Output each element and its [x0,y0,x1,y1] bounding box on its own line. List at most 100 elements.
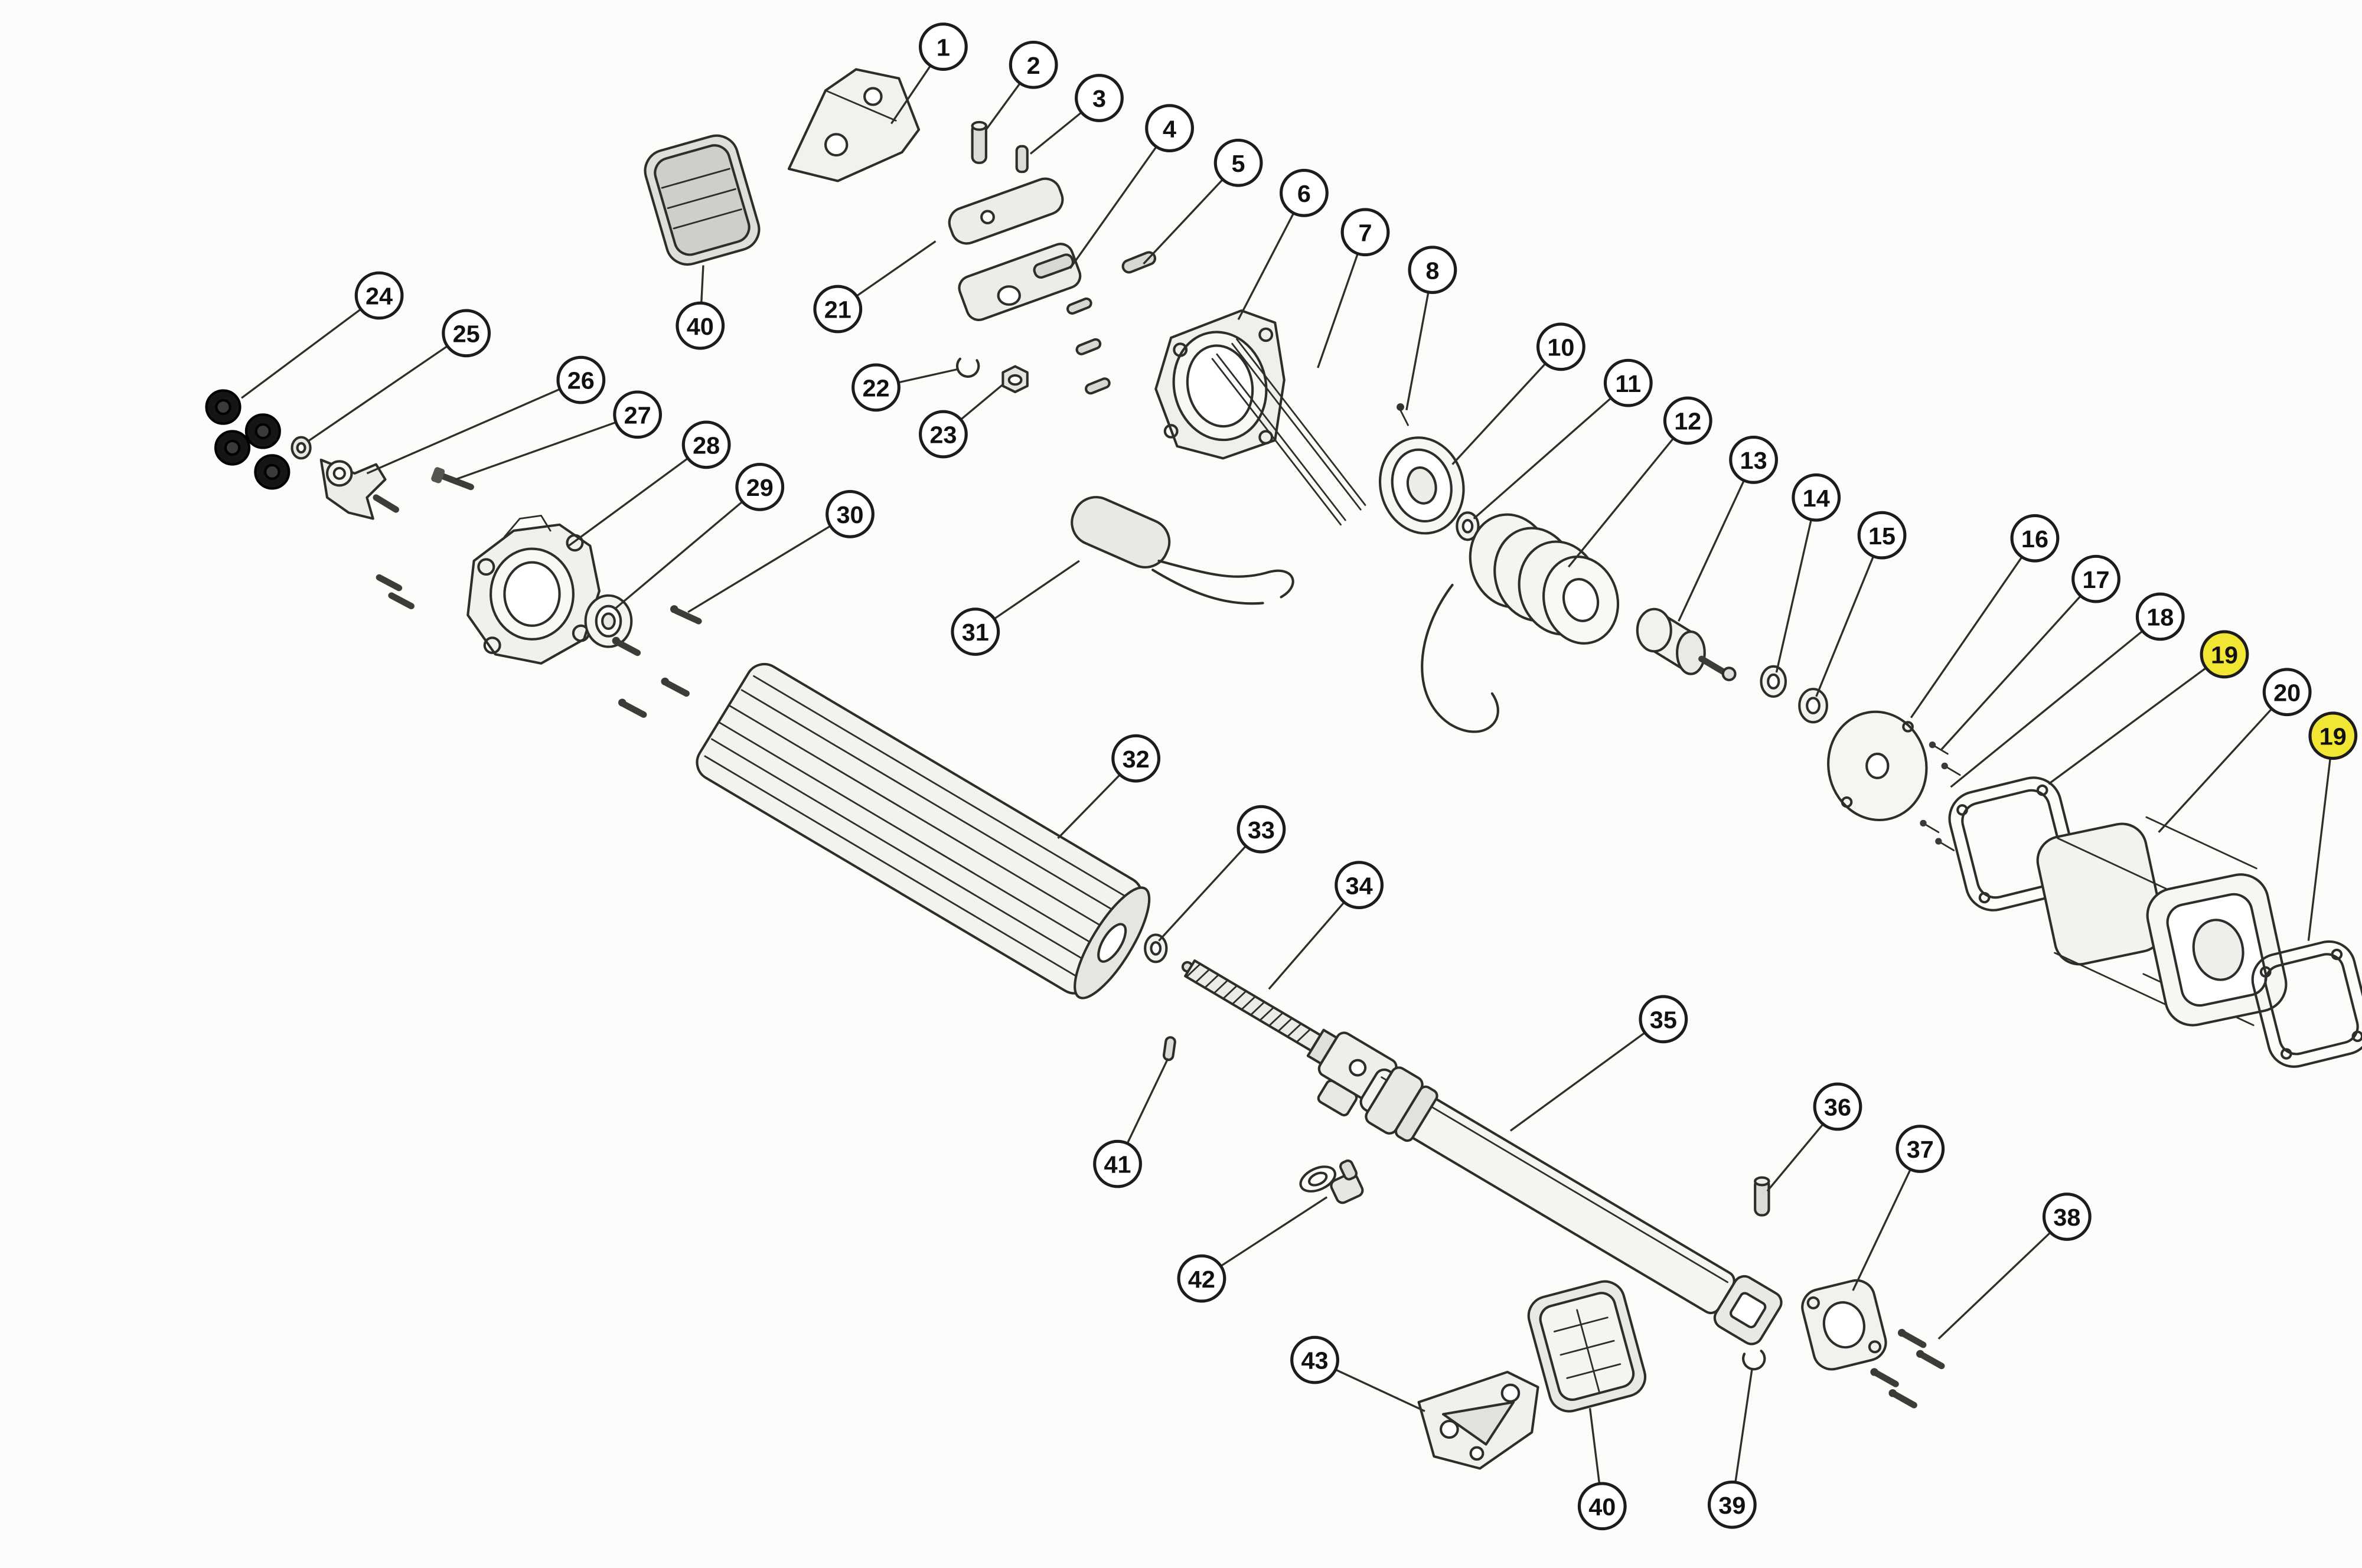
callout-circle-28[interactable] [681,420,731,469]
callout-39[interactable]: 39 [1707,1480,1757,1529]
callout-3[interactable]: 3 [1075,74,1124,122]
callout-circle-21[interactable] [813,285,863,334]
callout-8[interactable]: 8 [1408,246,1457,294]
callout-circle-40a[interactable] [676,301,725,350]
part-cover-screws-rear [1920,741,1961,851]
callout-circle-13[interactable] [1729,436,1779,484]
callout-36[interactable]: 36 [1813,1082,1862,1131]
callout-circle-12[interactable] [1663,396,1712,445]
callout-circle-36[interactable] [1813,1082,1862,1131]
part-bearing [584,594,633,648]
callout-circle-23[interactable] [918,410,968,459]
callout-40b[interactable]: 40 [1577,1482,1627,1531]
callout-10[interactable]: 10 [1536,322,1585,371]
callout-11[interactable]: 11 [1603,358,1653,407]
callout-circle-34[interactable] [1335,861,1384,909]
callout-circle-43[interactable] [1290,1335,1339,1384]
callout-19a-highlighted[interactable]: 19 [2200,630,2249,679]
callout-circle-18[interactable] [2135,592,2185,641]
callout-20[interactable]: 20 [2262,668,2312,717]
callout-12[interactable]: 12 [1663,396,1712,445]
callout-circle-32[interactable] [1111,734,1161,783]
callout-circle-2[interactable] [1009,40,1058,89]
motor-wire [1421,583,1499,733]
callout-circle-35[interactable] [1639,995,1688,1044]
part-washer-33 [1144,933,1168,963]
callout-circle-11[interactable] [1603,358,1653,407]
callout-6[interactable]: 6 [1279,169,1329,217]
callout-circle-14[interactable] [1792,473,1841,522]
callout-34[interactable]: 34 [1335,861,1384,909]
callout-31[interactable]: 31 [951,607,1000,656]
callout-37[interactable]: 37 [1896,1125,1945,1173]
callout-circle-6[interactable] [1279,169,1329,217]
callout-circle-4[interactable] [1145,104,1195,152]
callout-circle-15[interactable] [1857,511,1907,560]
part-pin-2 [971,120,987,164]
callout-25[interactable]: 25 [442,309,491,358]
callout-19b-highlighted[interactable]: 19 [2308,711,2358,760]
leader-lines [241,46,2334,1507]
callout-24[interactable]: 24 [354,271,404,320]
callout-29[interactable]: 29 [735,463,785,511]
callout-16[interactable]: 16 [2010,514,2060,563]
callout-circle-3[interactable] [1075,74,1124,122]
callout-15[interactable]: 15 [1857,511,1907,560]
callout-circle-1[interactable] [918,22,968,71]
callout-circle-31[interactable] [951,607,1000,656]
callout-1[interactable]: 1 [918,22,968,71]
callout-circle-33[interactable] [1237,805,1286,854]
callout-27[interactable]: 27 [613,390,663,439]
callout-4[interactable]: 4 [1145,104,1195,152]
callout-43[interactable]: 43 [1290,1335,1339,1384]
callout-circle-8[interactable] [1408,246,1457,294]
callout-40a[interactable]: 40 [676,301,725,350]
leader-line-16 [1910,537,2036,718]
callout-13[interactable]: 13 [1729,436,1779,484]
callout-circle-39[interactable] [1707,1480,1757,1529]
callout-circle-22[interactable] [852,363,901,412]
callout-circle-27[interactable] [613,390,663,439]
callout-23[interactable]: 23 [918,410,968,459]
callout-circle-24[interactable] [354,271,404,320]
callout-18[interactable]: 18 [2135,592,2185,641]
callout-14[interactable]: 14 [1792,473,1841,522]
callout-35[interactable]: 35 [1639,995,1688,1044]
callout-42[interactable]: 42 [1177,1254,1226,1303]
callout-21[interactable]: 21 [813,285,863,334]
callout-26[interactable]: 26 [556,355,606,404]
part-screws-38 [1870,1328,1945,1409]
callout-circle-30[interactable] [826,490,875,538]
callout-22[interactable]: 22 [852,363,901,412]
callout-circle-19a[interactable] [2200,630,2249,679]
callout-number-27: 27 [624,402,651,429]
callout-circle-16[interactable] [2010,514,2060,563]
part-trunnion-clamp [948,177,1082,321]
callout-32[interactable]: 32 [1111,734,1161,783]
callout-17[interactable]: 17 [2071,554,2120,603]
callout-circle-25[interactable] [442,309,491,358]
callout-5[interactable]: 5 [1213,138,1263,187]
callout-circle-26[interactable] [556,355,606,404]
callout-circle-5[interactable] [1213,138,1263,187]
callout-circle-38[interactable] [2042,1193,2092,1241]
callout-28[interactable]: 28 [681,420,731,469]
callout-circle-41[interactable] [1093,1139,1142,1188]
callout-circle-17[interactable] [2071,554,2120,603]
callout-circle-42[interactable] [1177,1254,1226,1303]
callout-38[interactable]: 38 [2042,1193,2092,1241]
callout-7[interactable]: 7 [1340,208,1390,257]
callout-circle-37[interactable] [1896,1125,1945,1173]
callout-2[interactable]: 2 [1009,40,1058,89]
callout-circle-29[interactable] [735,463,785,511]
callout-circle-10[interactable] [1536,322,1585,371]
callout-30[interactable]: 30 [826,490,875,538]
part-lock-nut [1001,365,1029,394]
callout-33[interactable]: 33 [1237,805,1286,854]
callout-circle-19b[interactable] [2308,711,2358,760]
callout-circle-40b[interactable] [1577,1482,1627,1531]
callout-circle-7[interactable] [1340,208,1390,257]
callout-circle-20[interactable] [2262,668,2312,717]
callout-41[interactable]: 41 [1093,1139,1142,1188]
